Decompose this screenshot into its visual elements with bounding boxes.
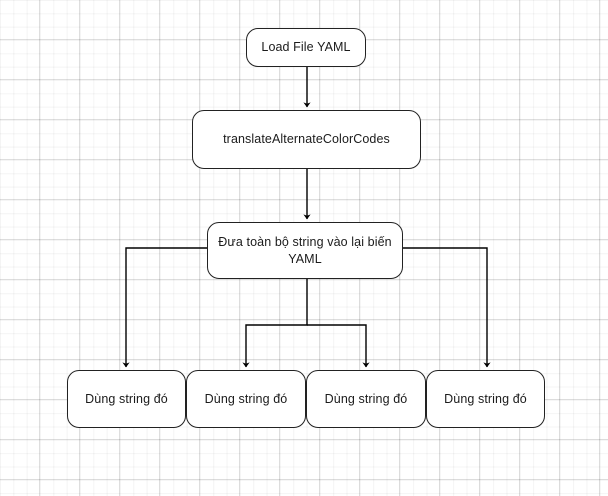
edge-dua-to-dung-3 <box>307 324 370 368</box>
node-label: Dùng string đó <box>85 391 168 406</box>
node-load-file-yaml[interactable]: Load File YAML <box>246 28 366 67</box>
node-label: Dùng string đó <box>444 391 527 406</box>
edge-dua-to-dung-4 <box>403 247 491 368</box>
node-label: translateAlternateColorCodes <box>223 132 390 147</box>
node-dung-string-do-3[interactable]: Dùng string đó <box>306 370 426 428</box>
node-label: Dùng string đó <box>204 391 288 406</box>
node-dua-toan-bo-string-vao-lai-bien-yaml[interactable]: Đưa toàn bộ string vào lại biến YAML <box>207 222 403 279</box>
node-label: Load File YAML <box>261 40 351 55</box>
node-label: Dùng string đó <box>324 391 408 406</box>
node-dung-string-do-2[interactable]: Dùng string đó <box>186 370 306 428</box>
node-dung-string-do-4[interactable]: Dùng string đó <box>426 370 545 428</box>
node-dung-string-do-1[interactable]: Dùng string đó <box>67 370 186 428</box>
edge-dua-to-dung-1 <box>122 247 207 368</box>
edge-dua-to-dung-2 <box>242 279 308 368</box>
node-translate-alternate-color-codes[interactable]: translateAlternateColorCodes <box>192 110 421 169</box>
node-label: Đưa toàn bộ string vào lại biến YAML <box>218 234 392 266</box>
